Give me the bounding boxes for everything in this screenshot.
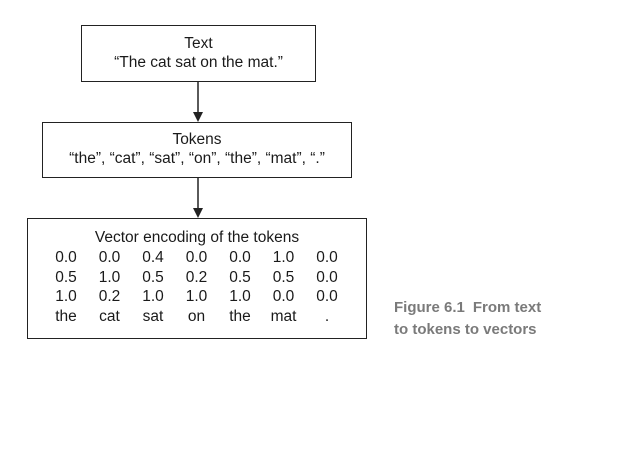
vector-value: 1.0	[98, 268, 121, 286]
vector-value: 0.5	[55, 268, 77, 286]
vector-value: 1.0	[142, 288, 164, 305]
caption-line-1: From text	[472, 299, 542, 316]
token-label: mat	[270, 307, 297, 325]
figure-number: Figure 6.1	[394, 299, 465, 316]
vector-value: 0.5	[229, 268, 251, 286]
tokens-box-title: Tokens	[172, 131, 222, 148]
vector-grid: 0.0 0.0 0.4 0.0 0.0 1.0 0.0 0.5 1.0 0.5 0.2 0.5 0.5 0…	[27, 248, 366, 326]
vector-value: 0.0	[229, 249, 251, 266]
vector-value: 0.0	[272, 288, 295, 305]
figure-caption: Figure 6.1 From text to tokens to vectors	[394, 297, 541, 341]
text-box-content: “The cat sat on the mat.”	[114, 54, 283, 71]
arrow-down-icon	[193, 178, 203, 218]
vector-value: 0.2	[98, 288, 121, 305]
vector-value: 1.0	[229, 288, 251, 305]
vector-value: 0.0	[98, 249, 121, 266]
token-label: cat	[99, 307, 120, 325]
vector-value: 0.5	[142, 268, 164, 286]
caption-line-2: to tokens to vectors	[394, 321, 537, 338]
vector-value: 0.5	[272, 268, 295, 286]
token-label: the	[229, 307, 251, 325]
arrow-down-icon	[193, 82, 203, 122]
vector-value: 0.0	[316, 268, 338, 286]
vector-value: 0.4	[142, 249, 164, 266]
vector-value: 0.2	[185, 268, 208, 286]
vector-value: 1.0	[272, 249, 295, 266]
token-label: the	[55, 307, 77, 325]
token-label: on	[187, 307, 206, 325]
tokens-box-content: “the”, “cat”, “sat”, “on”, “the”, “mat”,…	[69, 150, 325, 167]
vector-value: 1.0	[55, 288, 77, 305]
vector-value: 1.0	[185, 288, 208, 305]
text-box-title: Text	[184, 35, 213, 52]
vectors-box-title: Vector encoding of the tokens	[94, 229, 300, 246]
token-label: sat	[142, 307, 164, 325]
vector-value: 0.0	[55, 249, 77, 266]
token-label: .	[324, 307, 330, 325]
vector-value: 0.0	[316, 288, 338, 305]
vector-value: 0.0	[185, 249, 208, 266]
vector-value: 0.0	[316, 249, 338, 266]
text-box: Text “The cat sat on the mat.”	[81, 25, 316, 82]
tokens-box: Tokens “the”, “cat”, “sat”, “on”, “the”,…	[42, 122, 352, 178]
